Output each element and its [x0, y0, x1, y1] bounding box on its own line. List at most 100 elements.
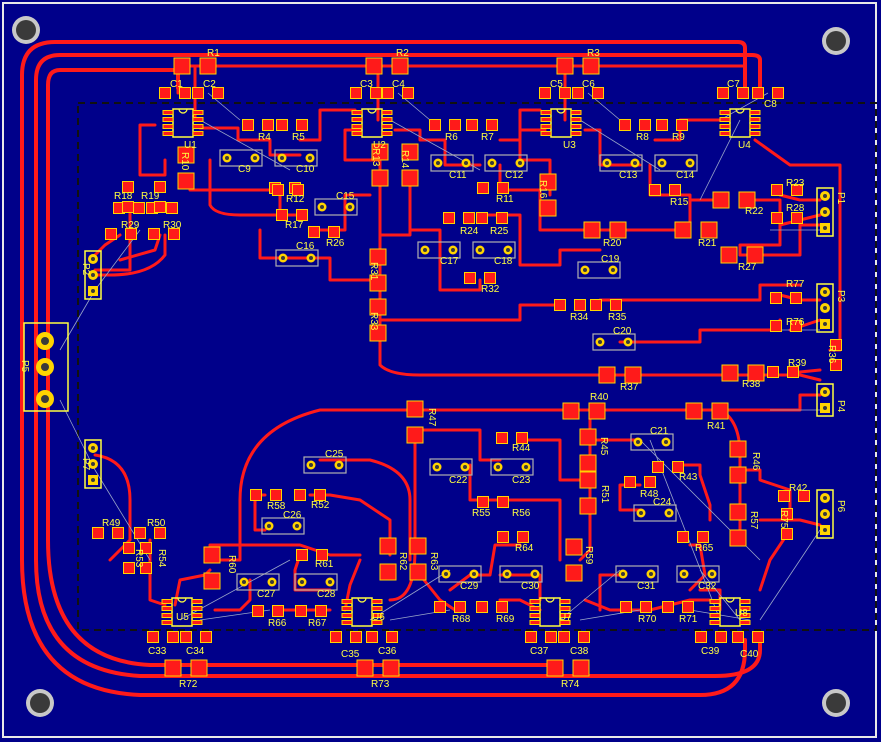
resistor-pad [443, 212, 455, 224]
film-capacitor [710, 572, 714, 576]
header-p2 [91, 289, 95, 293]
ic-soic8 [191, 620, 203, 625]
ic-soic8 [739, 613, 751, 618]
designator-r11: R11 [496, 194, 514, 205]
resistor-pad [554, 299, 566, 311]
resistor-pad [276, 119, 288, 131]
designator-c20: C20 [613, 326, 632, 337]
resistor-pad [262, 119, 274, 131]
resistor-pad [401, 143, 419, 161]
copper-trace [378, 183, 622, 377]
capacitor-pad [695, 631, 707, 643]
ic-soic8 [381, 131, 393, 136]
film-capacitor [615, 565, 659, 583]
designator-r68: R68 [452, 614, 471, 625]
ic-soic8 [529, 620, 541, 625]
film-capacitor [219, 149, 263, 167]
designator-c37: C37 [530, 646, 549, 657]
resistor-pad [517, 531, 529, 543]
copper-trace [208, 158, 302, 217]
designator-c4: C4 [392, 79, 405, 90]
designator-r73: R73 [371, 679, 390, 690]
film-capacitor [533, 572, 537, 576]
designator-r56: R56 [512, 508, 531, 519]
resistor-pad [565, 538, 583, 556]
film-capacitor [633, 504, 677, 522]
designator-c1: C1 [170, 79, 183, 90]
ic-soic8 [570, 117, 582, 122]
resistor-pad [296, 119, 308, 131]
ic-soic8 [381, 124, 393, 129]
designator-r30: R30 [163, 220, 182, 231]
header-p1 [816, 187, 834, 237]
resistor-pad [770, 292, 782, 304]
ic-soic8 [191, 613, 203, 618]
copper-trace [378, 303, 562, 322]
ic-soic8 [371, 599, 383, 604]
resistor-pad [830, 359, 842, 371]
designator-r53: R53 [133, 549, 144, 568]
copper-trace [518, 498, 562, 562]
resistor-pad [677, 531, 689, 543]
copper-trace [93, 233, 167, 277]
designator-r40: R40 [590, 392, 609, 403]
designator-r58: R58 [267, 501, 286, 512]
designator-r44: R44 [512, 443, 531, 454]
resistor-pad [497, 531, 509, 543]
film-capacitor [274, 149, 318, 167]
resistor-pad [140, 562, 152, 574]
resistor-pad [767, 366, 779, 378]
resistor-pad [781, 528, 793, 540]
designator-r37: R37 [620, 382, 639, 393]
film-capacitor [506, 248, 510, 252]
ratsnest-line [369, 569, 451, 621]
resistor-pad [787, 366, 799, 378]
resistor-pad [316, 549, 328, 561]
ic-soic8 [559, 606, 571, 611]
designator-c31: C31 [637, 581, 656, 592]
header-p6 [816, 489, 834, 539]
resistor-pad [721, 364, 739, 382]
film-capacitor [490, 458, 534, 476]
header-p6 [823, 496, 827, 500]
ratsnest-layer [59, 92, 821, 621]
resistor-pad [252, 605, 264, 617]
resistor-pad [697, 531, 709, 543]
ic-soic8 [192, 131, 204, 136]
keepout-outline [77, 102, 877, 631]
ic-soic8 [371, 606, 383, 611]
designator-r7: R7 [481, 132, 494, 143]
resistor-pad [296, 549, 308, 561]
film-capacitor [280, 156, 284, 160]
resistor-pad [539, 199, 557, 217]
film-capacitor [253, 156, 257, 160]
ic-soic8 [351, 597, 373, 627]
designator-r29: R29 [121, 220, 140, 231]
resistor-pad [148, 228, 160, 240]
film-capacitor [430, 154, 474, 172]
designator-r9: R9 [672, 132, 685, 143]
designator-r22: R22 [745, 206, 764, 217]
designator-r69: R69 [496, 614, 515, 625]
resistor-pad [154, 201, 166, 213]
component-layer [23, 57, 842, 677]
film-capacitor [417, 241, 461, 259]
capacitor-pad [732, 631, 744, 643]
ic-soic8 [550, 108, 572, 138]
ic-soic8 [719, 124, 731, 129]
capacitor-pad [539, 87, 551, 99]
film-capacitor [639, 511, 643, 515]
film-capacitor [599, 154, 643, 172]
resistor-pad [496, 432, 508, 444]
resistor-pad [729, 529, 747, 547]
resistor-pad [662, 601, 674, 613]
resistor-pad [401, 169, 419, 187]
resistor-pad [674, 221, 692, 239]
designator-r59: R59 [583, 546, 594, 565]
designator-c33: C33 [148, 646, 167, 657]
designator-p4: P4 [835, 400, 846, 413]
designator-c21: C21 [650, 426, 669, 437]
ic-soic8 [539, 597, 561, 627]
resistor-pad [242, 119, 254, 131]
resistor-pad [582, 57, 600, 75]
